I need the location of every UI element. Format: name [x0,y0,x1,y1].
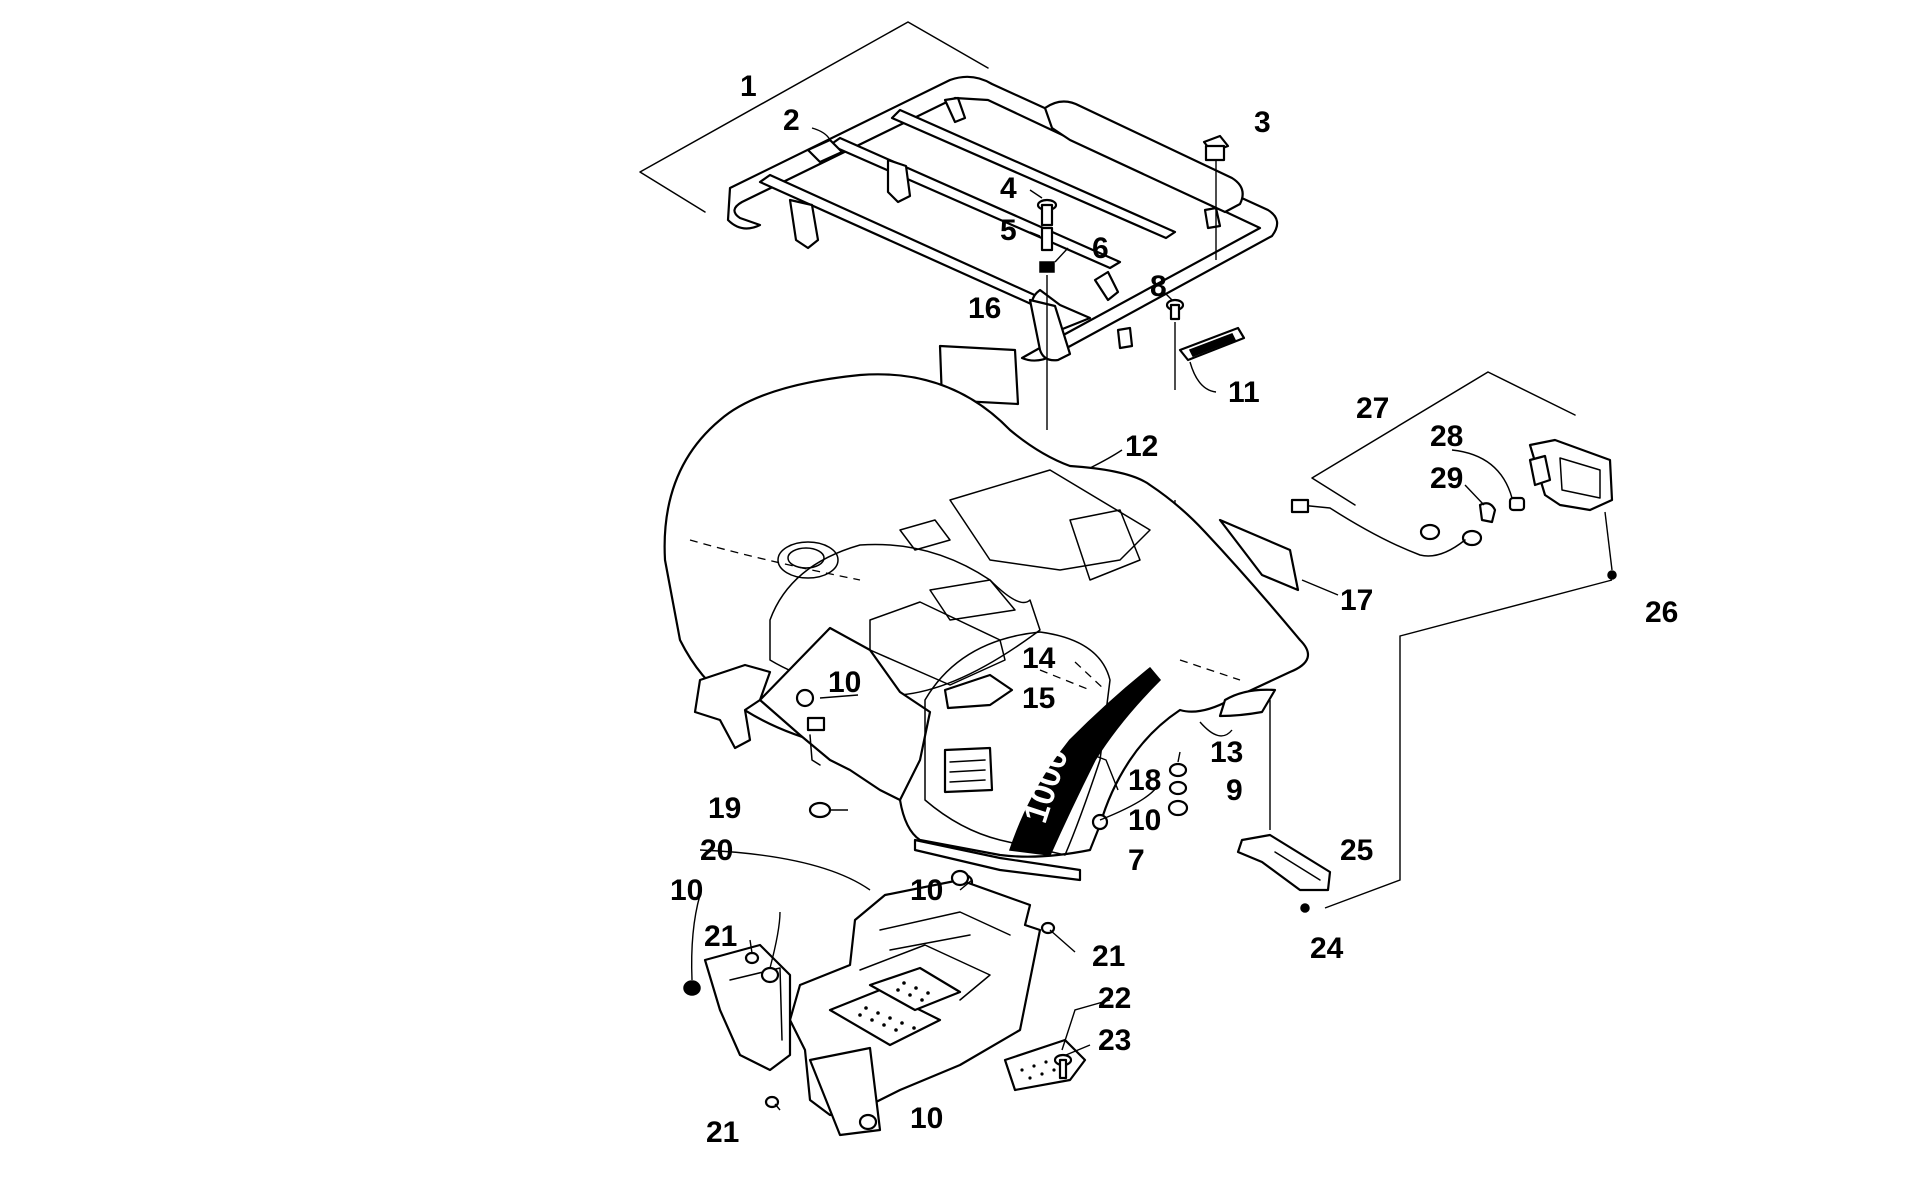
callout-8: 8 [1150,270,1167,303]
callout-7: 7 [1128,844,1145,877]
callout-10-b: 10 [1128,804,1161,837]
callout-10-d: 10 [670,874,703,907]
callout-10-a: 10 [828,666,861,699]
callout-4: 4 [1000,172,1017,205]
rear-rack [639,21,1279,362]
callout-29: 29 [1430,462,1463,495]
callout-27: 27 [1356,392,1389,425]
taillight-assembly [1236,371,1617,913]
callout-23: 23 [1098,1024,1131,1057]
callout-22: 22 [1098,982,1131,1015]
callout-10-e: 10 [910,1102,943,1135]
callout-19: 19 [708,792,741,825]
callout-5: 5 [1000,214,1017,247]
callout-21-c: 21 [706,1116,739,1149]
decals [938,344,1300,592]
callout-3: 3 [1254,106,1271,139]
callout-17: 17 [1340,584,1373,617]
callout-18: 18 [1128,764,1161,797]
callout-21-a: 21 [704,920,737,953]
callout-20: 20 [700,834,733,867]
callout-16: 16 [968,292,1001,325]
callout-28: 28 [1430,420,1463,453]
callout-14: 14 [1022,642,1056,675]
callout-26: 26 [1645,596,1678,629]
callout-2: 2 [783,104,800,137]
callout-10-c: 10 [910,874,943,907]
rear-fender: 1000 [663,373,1310,882]
callout-11: 11 [1228,376,1260,409]
callout-6: 6 [1092,232,1109,265]
callout-15: 15 [1022,682,1055,715]
callout-9: 9 [1226,774,1243,807]
callout-12: 12 [1125,430,1158,463]
callout-24: 24 [1310,932,1344,965]
fender-hardware [795,688,1189,891]
footwell [683,869,1087,1137]
callout-25: 25 [1340,834,1373,867]
callout-21-b: 21 [1092,940,1125,973]
callout-leaders [690,127,1513,1111]
callout-numbers: 1 2 3 4 5 6 7 8 9 10 10 10 10 10 11 12 1… [670,70,1678,1149]
callout-1: 1 [740,70,757,103]
callout-13: 13 [1210,736,1243,769]
